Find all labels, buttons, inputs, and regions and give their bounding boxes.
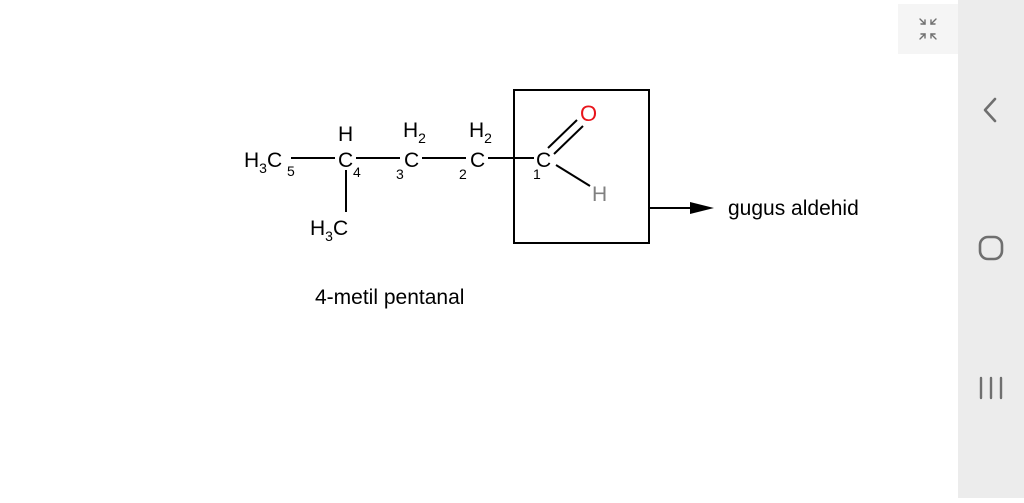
bond-c1-o-1	[547, 119, 578, 149]
aldehyde-group-box	[513, 89, 650, 244]
recent-apps-icon	[979, 376, 1003, 400]
group-label: gugus aldehid	[728, 197, 859, 220]
atom-c2: C	[470, 149, 485, 172]
arrow-head	[690, 202, 714, 214]
navigation-bar	[958, 0, 1024, 498]
atom-c4: C	[338, 149, 353, 172]
atom-c3: C	[404, 149, 419, 172]
back-icon	[983, 97, 997, 123]
structure-diagram: H3C 5 H C 4 H3C H2 3 C H2 2 C 1 C O	[244, 89, 859, 309]
atom-c5: H3C	[244, 149, 282, 176]
home-icon	[978, 235, 1004, 261]
bond-c1-h	[555, 164, 591, 187]
compound-name: 4-metil pentanal	[315, 286, 464, 309]
carbon-number-1: 1	[533, 166, 541, 182]
collapse-arrows-icon	[919, 18, 937, 40]
collapse-button[interactable]	[898, 4, 958, 54]
carbon-number-5: 5	[287, 163, 295, 179]
carbon-number-2: 2	[459, 166, 467, 182]
carbon-number-4: 4	[353, 164, 361, 180]
atom-c2-hydrogens: H2	[469, 119, 492, 146]
atom-c1: C	[536, 149, 551, 172]
home-button[interactable]	[958, 223, 1024, 273]
image-viewer-canvas: H3C 5 H C 4 H3C H2 3 C H2 2 C 1 C O	[244, 89, 859, 309]
atom-oxygen: O	[580, 101, 597, 126]
atom-c4-hydrogen: H	[338, 123, 353, 146]
bond-c1-o-2	[553, 125, 584, 155]
carbon-number-3: 3	[396, 166, 404, 182]
back-button[interactable]	[958, 85, 1024, 135]
atom-aldehyde-hydrogen: H	[592, 183, 607, 206]
atom-c3-hydrogens: H2	[403, 119, 426, 146]
recent-apps-button[interactable]	[958, 363, 1024, 413]
atom-methyl: H3C	[310, 217, 348, 244]
